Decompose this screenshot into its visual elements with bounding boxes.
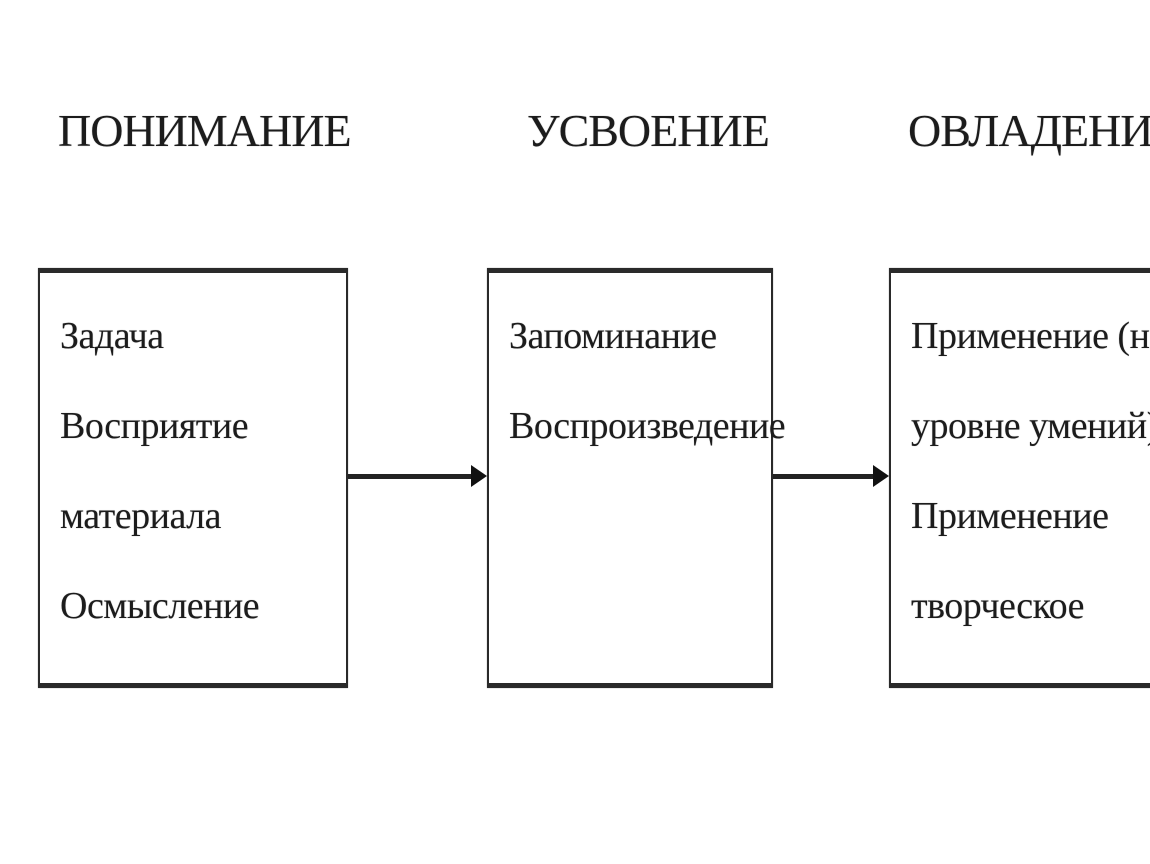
arrow-assimilation-to-mastery <box>773 465 889 487</box>
stage-box-mastery: Применение (на уровне умений) Применение… <box>889 268 1150 688</box>
stage-lines: Задача Восприятие материала Осмысление <box>60 313 342 673</box>
stage-box-assimilation: Запоминание Воспроизведение <box>487 268 786 688</box>
stage-line: Применение (на <box>911 315 1150 357</box>
stage-title-understanding: ПОНИМАНИЕ <box>58 105 352 156</box>
stage-line: Восприятие <box>60 405 249 447</box>
stage-line: материала <box>60 495 222 537</box>
stage-lines: Применение (на уровне умений) Применение… <box>911 313 1150 673</box>
arrow-shaft <box>348 474 473 479</box>
stage-line: творческое <box>911 585 1085 627</box>
stage-line: Применение <box>911 495 1109 537</box>
arrow-head-icon <box>873 465 889 487</box>
stage-line: Задача <box>60 315 164 357</box>
stage-title-assimilation: УСВОЕНИЕ <box>527 105 770 156</box>
arrow-understanding-to-assimilation <box>348 465 487 487</box>
stage-line: Осмысление <box>60 585 260 627</box>
stage-line: Воспроизведение <box>509 405 786 447</box>
stage-line: Запоминание <box>509 315 717 357</box>
stage-line: уровне умений) <box>911 405 1150 447</box>
stage-title-mastery: ОВЛАДЕНИЕ <box>908 105 1150 156</box>
arrow-shaft <box>773 474 875 479</box>
stage-lines: Запоминание Воспроизведение <box>509 313 786 493</box>
stage-box-understanding: Задача Восприятие материала Осмысление <box>38 268 348 688</box>
arrow-head-icon <box>471 465 487 487</box>
